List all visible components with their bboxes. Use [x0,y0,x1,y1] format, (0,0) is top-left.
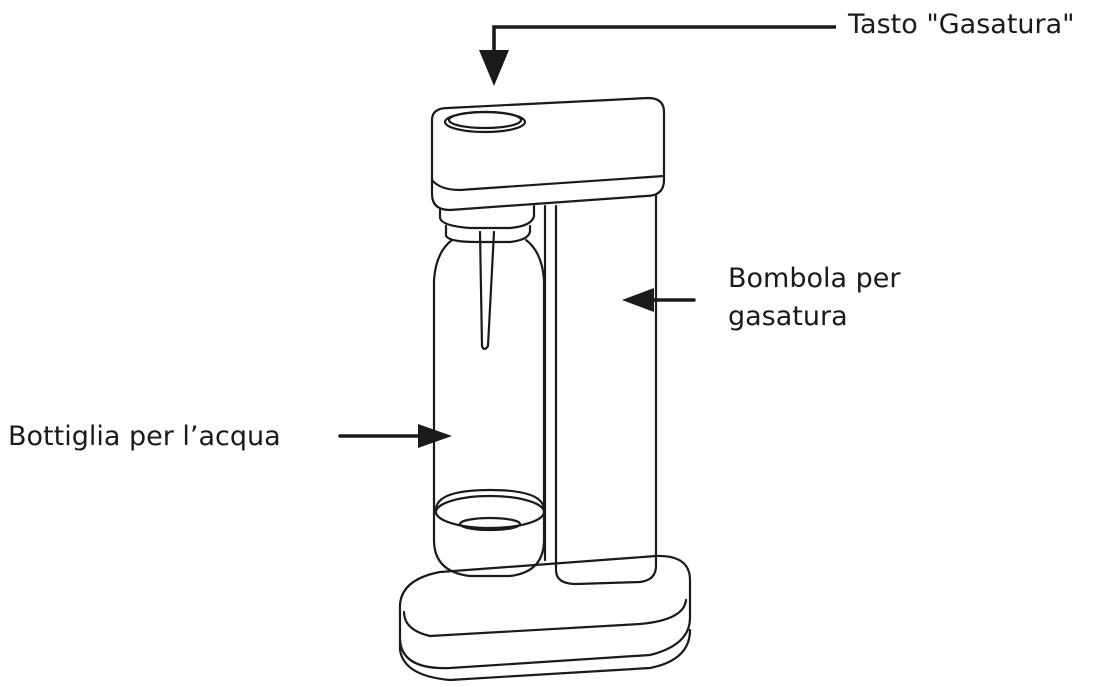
carbonation-button-label: Tasto "Gasatura" [848,9,1075,40]
bottle-collar [438,204,536,244]
water-bottle-label: Bottiglia per l’acqua [8,421,281,452]
gas-cylinder-label-line-2: gasatura [728,301,848,332]
gas-cylinder-label: Bombola per gasatura [728,260,900,336]
water-bottle [432,230,546,578]
gas-cylinder-label-line-1: Bombola per [728,263,901,294]
arrow-gas-cylinder [622,288,696,312]
gas-cylinder-housing [543,194,658,586]
arrow-carbonation-button [479,25,836,86]
arrow-water-bottle [338,424,452,448]
machine-head [430,96,666,212]
machine-base [398,554,692,682]
